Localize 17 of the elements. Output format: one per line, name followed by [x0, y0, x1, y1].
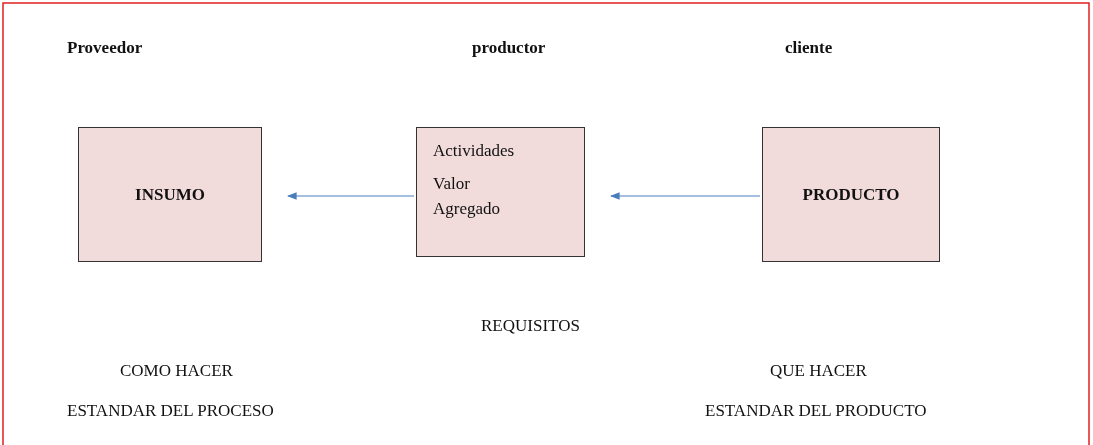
arrow [287, 192, 415, 200]
box-text: Actividades [433, 140, 516, 162]
process-box [416, 127, 585, 257]
box-text: INSUMO [135, 184, 205, 205]
process-box [78, 127, 262, 262]
note-text: REQUISITOS [481, 316, 580, 336]
column-heading: Proveedor [67, 38, 143, 58]
arrow [610, 192, 761, 200]
note-text: ESTANDAR DEL PROCESO [67, 401, 274, 421]
column-heading: cliente [785, 38, 833, 58]
box-text: PRODUCTO [802, 184, 900, 205]
note-text: COMO HACER [120, 361, 233, 381]
box-text: Valor Agregado [433, 173, 502, 220]
process-box [762, 127, 940, 262]
note-text: ESTANDAR DEL PRODUCTO [705, 401, 927, 421]
note-text: QUE HACER [770, 361, 867, 381]
column-heading: productor [472, 38, 546, 58]
